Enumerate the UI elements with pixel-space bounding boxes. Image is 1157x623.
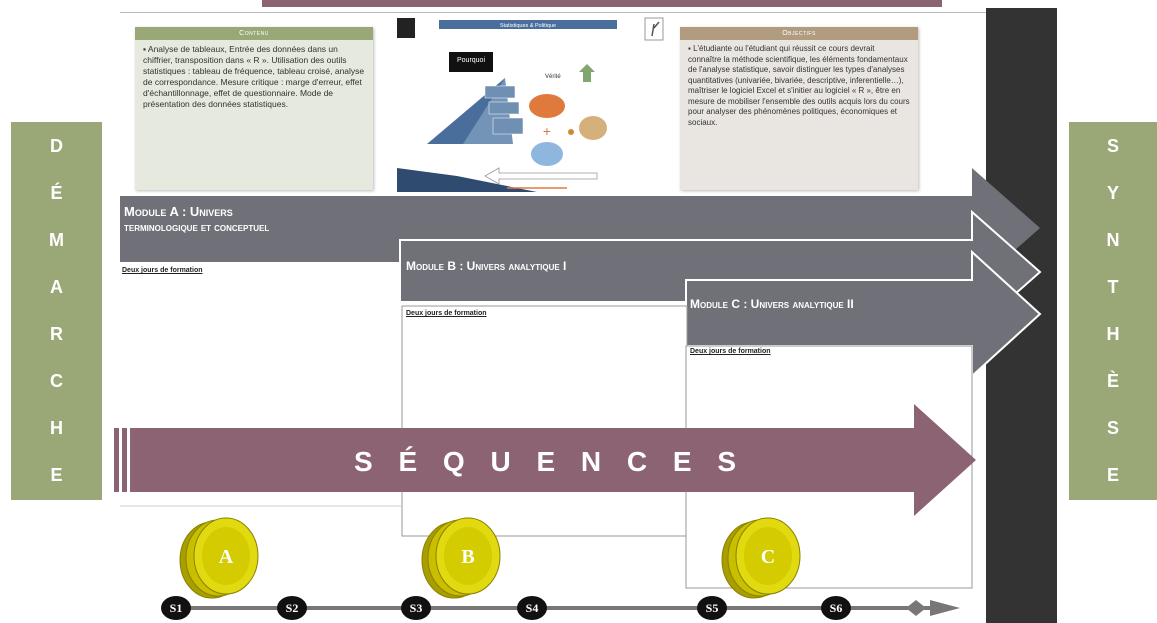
- pourquoi-box: [449, 52, 493, 72]
- sequences-label: S É Q U E N C E S: [354, 446, 746, 477]
- small-photo-icon: [397, 18, 415, 38]
- coin-label: B: [461, 546, 474, 568]
- module-a-duration: Deux jours de formation: [122, 267, 203, 274]
- ramp-shape: [397, 168, 537, 192]
- up-arrow-icon: [579, 64, 595, 82]
- coin-c: C: [721, 517, 801, 599]
- right_sidebar-letter: E: [1106, 465, 1119, 485]
- right_sidebar-letter: T: [1107, 277, 1119, 297]
- timeline-marker-s1: S1: [161, 596, 191, 620]
- timeline-arrowhead-icon: [930, 600, 960, 616]
- timeline-diamond-icon: [906, 600, 926, 616]
- sequence-stripe-2: [122, 428, 127, 492]
- timeline-label: S3: [410, 601, 423, 615]
- timeline-marker-s5: S5: [697, 596, 727, 620]
- left_sidebar-letter: R: [50, 324, 63, 344]
- demarche-sidebar: D É M A R C H E: [11, 122, 102, 500]
- timeline-label: S5: [706, 601, 719, 615]
- stats-banner: [439, 20, 617, 29]
- plus-icon: +: [543, 123, 551, 139]
- timeline-label: S1: [170, 601, 183, 615]
- timeline-label: S2: [286, 601, 299, 615]
- bullet-icon: ▪: [688, 44, 694, 53]
- right_sidebar-letter: N: [1106, 230, 1120, 250]
- module-b-title: Module B : Univers analytique I: [406, 259, 567, 273]
- module-c-title: Module C : Univers analytique II: [690, 297, 854, 311]
- right_sidebar-letter: Y: [1106, 183, 1119, 203]
- left_sidebar-letter: E: [50, 465, 63, 485]
- timeline-label: S4: [526, 601, 539, 615]
- coin-label: A: [219, 546, 234, 568]
- module-b-duration: Deux jours de formation: [406, 310, 487, 317]
- timeline-marker-s6: S6: [821, 596, 851, 620]
- bullet-icon: ▪: [143, 44, 148, 54]
- blue-bubble: [531, 142, 563, 166]
- timeline-marker-s4: S4: [517, 596, 547, 620]
- coin-b: B: [421, 517, 501, 599]
- module-b-box: [401, 305, 688, 537]
- objectifs-panel: Objectifs ▪ L'étudiante ou l'étudiant qu…: [680, 27, 918, 190]
- contenu-panel: Contenu ▪ Analyse de tableaux, Entrée de…: [135, 27, 373, 190]
- objectifs-text: ▪ L'étudiante ou l'étudiant qui réussit …: [680, 40, 918, 128]
- center-illustration-svg: Statistiques & Politique Pourquoi Vérité…: [397, 17, 664, 192]
- coin-a: A: [179, 517, 259, 599]
- tan-bubble: [579, 116, 607, 140]
- verite-text: Vérité: [545, 74, 561, 80]
- sequences-arrow: [130, 404, 976, 516]
- module-a-title: Module A : Univers terminologique et con…: [124, 203, 724, 237]
- module-a-title-line1: Module A : Univers: [124, 204, 233, 219]
- stats-banner-text: Statistiques & Politique: [500, 23, 556, 29]
- timeline-marker-s2: S2: [277, 596, 307, 620]
- top-banner-strip: [262, 0, 942, 7]
- left-arrow-icon: [484, 167, 598, 185]
- contenu-body: Analyse de tableaux, Entrée des données …: [143, 44, 365, 109]
- left_sidebar-letter: É: [50, 183, 63, 203]
- module-c-duration: Deux jours de formation: [690, 348, 771, 355]
- left_sidebar-letter: C: [50, 371, 63, 391]
- top-divider: [120, 12, 990, 13]
- left_sidebar-letter: A: [50, 277, 63, 297]
- right_sidebar-letter: S: [1106, 418, 1119, 438]
- objectifs-header: Objectifs: [680, 27, 918, 40]
- orange-bubble: [529, 94, 565, 118]
- coin-label: C: [761, 546, 775, 568]
- left_sidebar-letter: H: [50, 418, 63, 438]
- right_sidebar-letter: H: [1106, 324, 1120, 344]
- contenu-header: Contenu: [135, 27, 373, 40]
- sequence-stripe-1: [114, 428, 119, 492]
- timeline-label: S6: [830, 601, 843, 615]
- module-a-title-line2: terminologique et conceptuel: [124, 222, 270, 234]
- objectifs-body: L'étudiante ou l'étudiant qui réussit ce…: [688, 44, 910, 127]
- right_sidebar-letter: S: [1106, 136, 1119, 156]
- left_sidebar-letter: D: [50, 136, 63, 156]
- synthese-sidebar: S Y N T H È S E: [1069, 122, 1157, 500]
- pourquoi-text: Pourquoi: [457, 57, 485, 64]
- timeline-marker-s3: S3: [401, 596, 431, 620]
- left_sidebar-letter: M: [49, 230, 64, 250]
- center-illustration: Statistiques & Politique Pourquoi Vérité…: [397, 16, 667, 192]
- contenu-text: ▪ Analyse de tableaux, Entrée des donnée…: [135, 40, 373, 110]
- right_sidebar-letter: È: [1106, 371, 1119, 391]
